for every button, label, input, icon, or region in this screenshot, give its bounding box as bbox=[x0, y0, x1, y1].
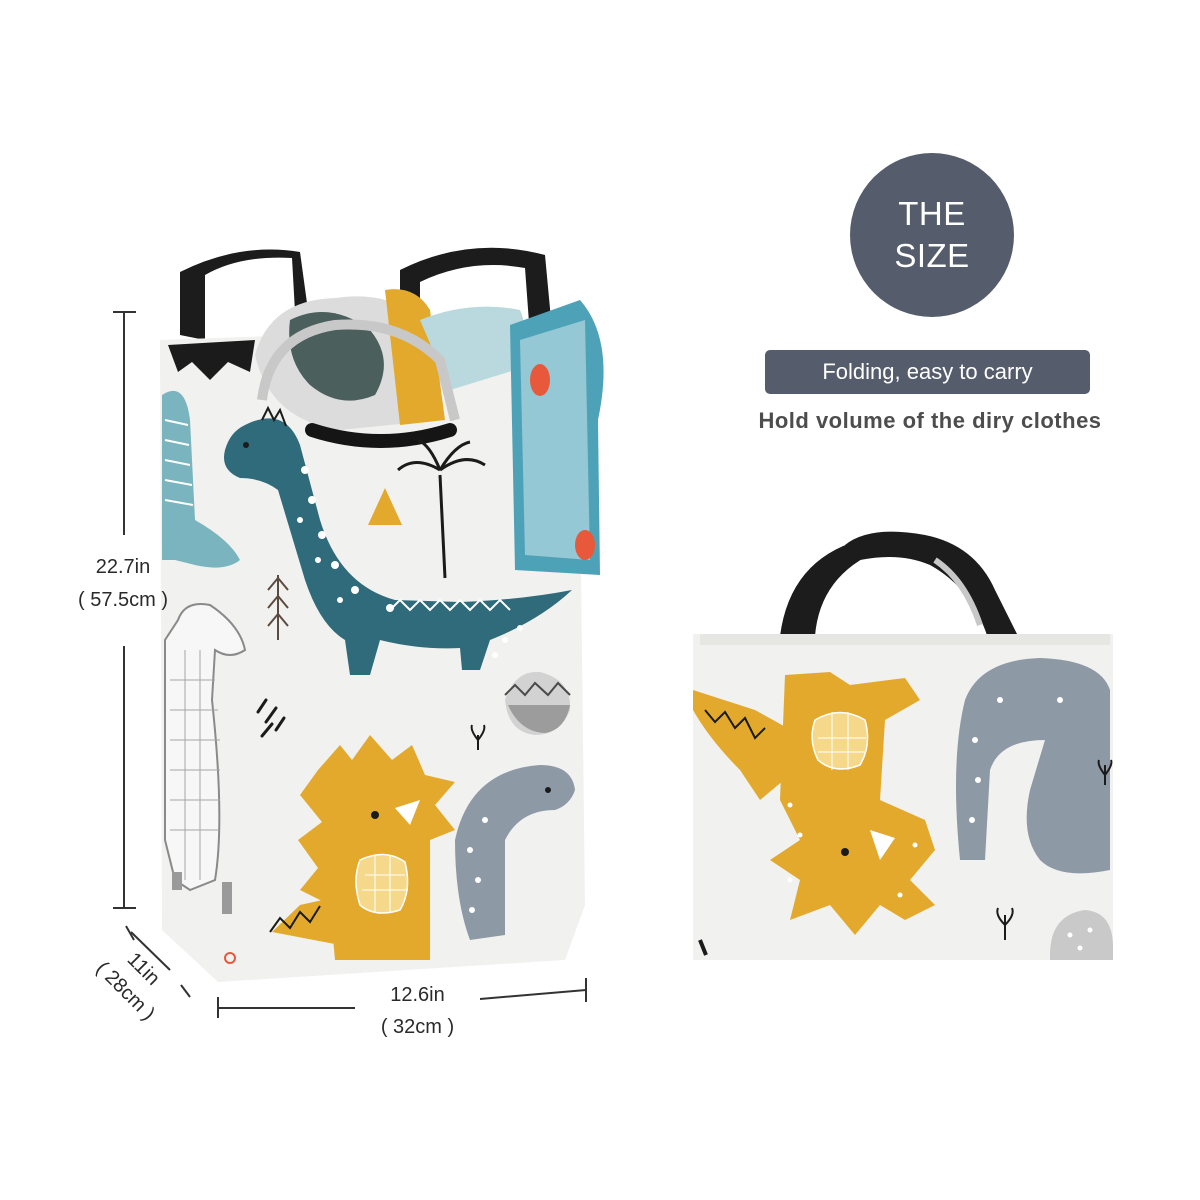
the-size-badge: THE SIZE bbox=[850, 153, 1014, 317]
badge-line-2: SIZE bbox=[894, 237, 970, 274]
folding-banner: Folding, easy to carry bbox=[765, 350, 1090, 394]
height-dimension-line bbox=[113, 311, 136, 909]
depth-dimension-line bbox=[125, 925, 191, 998]
tall-basket bbox=[160, 247, 604, 982]
badge-line-1: THE bbox=[898, 195, 966, 232]
width-dimension-line bbox=[217, 978, 587, 1018]
folded-basket bbox=[693, 531, 1113, 960]
width-inches-label: 12.6in bbox=[390, 984, 445, 1006]
height-cm-label: ( 57.5cm ) bbox=[77, 589, 169, 611]
width-cm-label: ( 32cm ) bbox=[380, 1016, 455, 1038]
hold-volume-text: Hold volume of the diry clothes bbox=[758, 408, 1102, 433]
height-inches-label: 22.7in bbox=[95, 556, 151, 578]
